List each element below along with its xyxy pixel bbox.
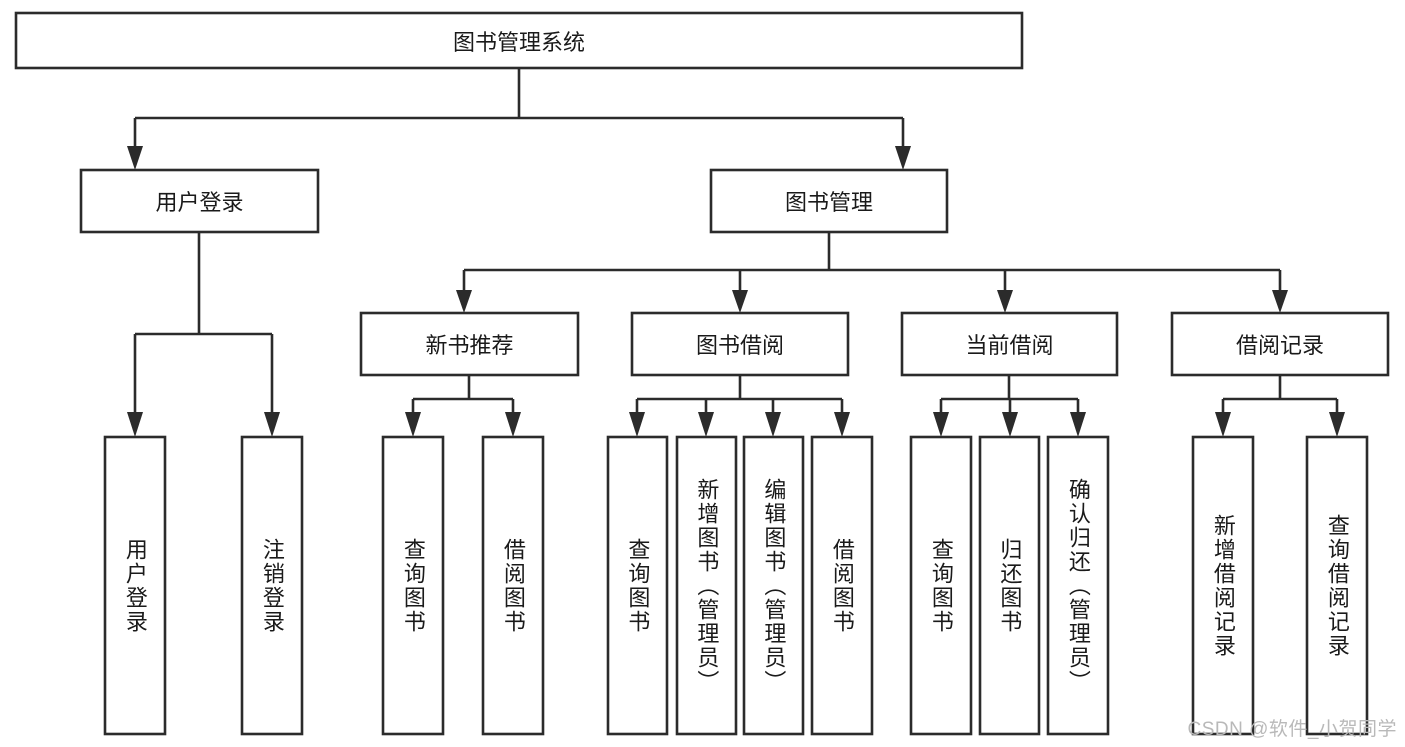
arrow-user-login-to-leaf1 [127,412,143,437]
node-box-leaf-2[interactable] [240,435,304,736]
arrow-root-to-user-login [127,146,143,170]
node-box-leaf-8[interactable] [810,435,874,736]
edge-group-new-book-rec [405,375,521,437]
node-box-leaf-1[interactable] [103,435,167,736]
edge-group-book-borrow [629,375,850,437]
edge-group-book-manage [456,232,1288,313]
node-box-borrow-record[interactable] [1170,311,1390,377]
arrow-book-borrow-to-leaf6 [698,412,714,437]
node-box-leaf-11[interactable] [1046,435,1110,736]
arrow-book-manage-to-new-book-rec [456,290,472,313]
edge-group-borrow-record [1215,375,1345,437]
arrow-current-borrow-to-leaf11 [1070,412,1086,437]
node-box-leaf-10[interactable] [978,435,1041,736]
arrow-current-borrow-to-leaf9 [933,412,949,437]
arrow-book-borrow-to-leaf5 [629,412,645,437]
arrow-book-manage-to-book-borrow [732,290,748,313]
arrow-borrow-record-to-leaf12 [1215,412,1231,437]
node-box-book-borrow[interactable] [630,311,850,377]
arrow-book-borrow-to-leaf7 [765,412,781,437]
node-box-leaf-6[interactable] [675,435,738,736]
node-box-book-manage[interactable] [709,168,949,234]
node-box-leaf-5[interactable] [606,435,669,736]
node-box-user-login[interactable] [79,168,320,234]
node-box-leaf-3[interactable] [381,435,445,736]
edge-group-user-login [127,232,280,437]
node-box-new-book-rec[interactable] [359,311,580,377]
arrow-book-borrow-to-leaf8 [834,412,850,437]
node-box-leaf-4[interactable] [481,435,545,736]
arrow-root-to-book-manage [895,146,911,170]
node-box-leaf-9[interactable] [909,435,973,736]
node-box-current-borrow[interactable] [900,311,1119,377]
edge-group-root [127,68,911,170]
edge-group-current-borrow [933,375,1086,437]
node-box-leaf-7[interactable] [742,435,805,736]
node-box-root[interactable] [14,11,1024,70]
arrow-new-book-rec-to-leaf3 [405,412,421,437]
arrow-book-manage-to-borrow-record [1272,290,1288,313]
arrow-borrow-record-to-leaf13 [1329,412,1345,437]
arrow-book-manage-to-current-borrow [997,290,1013,313]
node-box-leaf-13[interactable] [1305,435,1369,736]
arrow-current-borrow-to-leaf10 [1002,412,1018,437]
node-box-leaf-12[interactable] [1191,435,1255,736]
arrow-user-login-to-leaf2 [264,412,280,437]
arrow-new-book-rec-to-leaf4 [505,412,521,437]
csdn-watermark: CSDN @软件_小贺同学 [1187,719,1397,740]
